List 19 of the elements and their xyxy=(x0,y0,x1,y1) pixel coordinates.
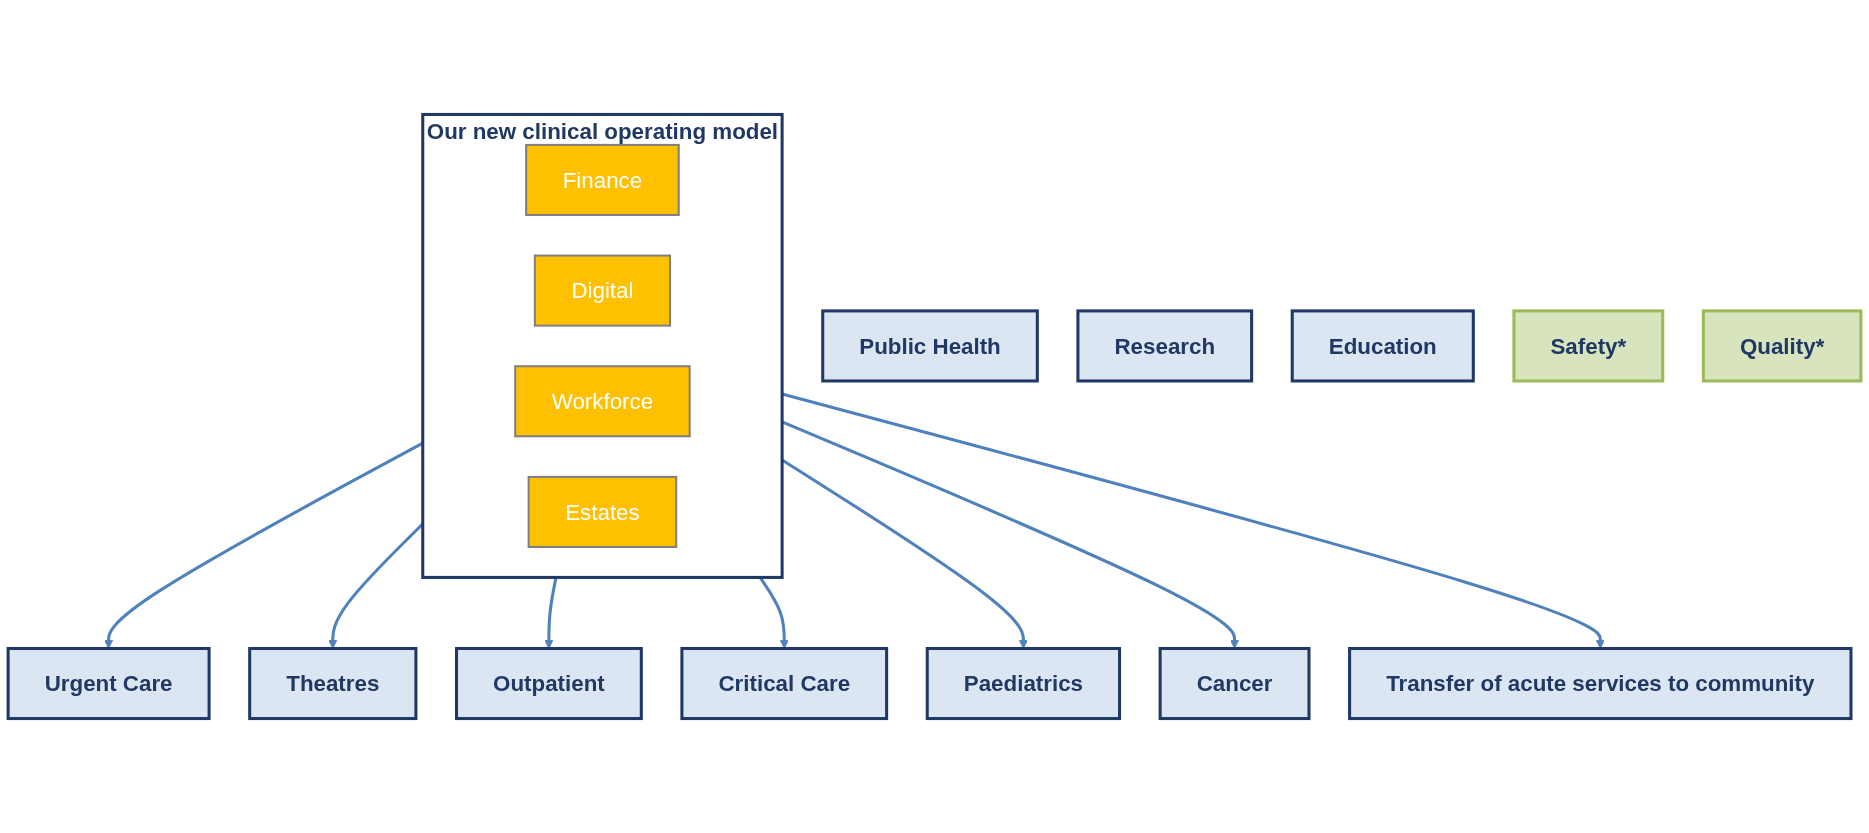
node-box: Research xyxy=(1076,309,1254,383)
node-box: Workforce xyxy=(514,365,691,438)
node-box: Outpatient xyxy=(455,646,643,721)
node-box: Critical Care xyxy=(680,646,889,721)
node-box: Quality* xyxy=(1701,309,1863,383)
node-box: Public Health xyxy=(821,309,1039,383)
arrow xyxy=(104,441,424,649)
node-box: Transfer of acute services to community xyxy=(1348,646,1853,721)
node-box: Theatres xyxy=(248,646,418,721)
node-box: Safety* xyxy=(1512,309,1665,383)
node-box: Cancer xyxy=(1158,646,1311,721)
node-box: Education xyxy=(1290,309,1475,383)
node-box: Digital xyxy=(533,254,672,327)
arrow xyxy=(544,577,558,649)
node-box: Finance xyxy=(525,143,680,216)
node-box: Estates xyxy=(527,475,678,548)
arrow xyxy=(328,522,424,649)
node-box: Urgent Care xyxy=(6,646,211,721)
node-box: Paediatrics xyxy=(925,646,1122,721)
